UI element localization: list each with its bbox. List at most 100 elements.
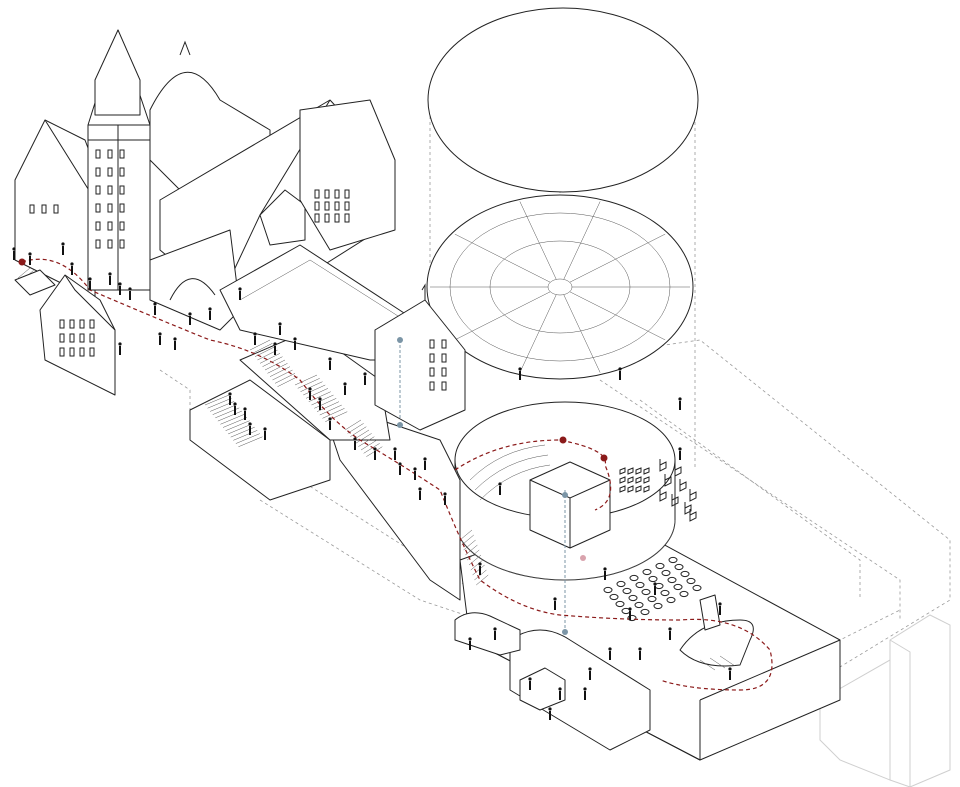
chair-icon [619,476,626,484]
person-head [153,302,157,306]
person-head [318,397,322,401]
visitor-route-branch [454,439,612,511]
chair-icon [659,459,667,472]
window [107,239,113,249]
stair-step [238,436,263,448]
stair-step [360,439,378,451]
window [314,189,320,199]
stool-grid [603,556,702,622]
stair-step [300,381,323,392]
person-head [308,387,312,391]
person-head [678,447,682,451]
chair-icon [659,489,667,502]
roof-spoke [454,291,551,341]
stool-icon [680,570,690,578]
window [334,213,340,223]
stool-icon [660,589,670,597]
roof-spoke [569,291,666,341]
window [344,189,350,199]
stair-step [233,430,258,441]
stair-step [212,404,237,415]
chair-icon [635,476,642,484]
stool-icon [622,587,632,595]
person-head [528,677,532,681]
stair-step [476,574,489,586]
person-head [353,437,357,441]
window [79,333,85,343]
window [107,149,113,159]
window [119,167,125,177]
stool-icon [661,569,671,577]
person-head [653,582,657,586]
stair-step [217,410,242,422]
chair-icon [664,474,672,487]
stool-icon [647,595,657,603]
roof-spoke [563,294,601,373]
person-head [423,457,427,461]
stair-step [249,339,271,351]
window [89,319,95,329]
stool-icon [616,580,626,588]
window [59,319,65,329]
person-head [678,397,682,401]
window [95,149,101,159]
window [59,333,65,343]
person-head [468,637,472,641]
window [59,347,65,357]
person-head [583,687,587,691]
building-windows [29,149,447,391]
chair-icon [619,467,626,475]
window [79,319,85,329]
stool-icon [648,575,658,583]
ghost-building [819,614,951,787]
chair-icon [679,479,687,492]
stool-icon [635,581,645,589]
person-head [263,427,267,431]
person-head [328,417,332,421]
stool-icon [641,588,651,596]
stool-icon [609,593,619,601]
person-head [413,467,417,471]
window [334,201,340,211]
chair-icon [689,489,697,502]
window [69,333,75,343]
stair-step [461,534,474,546]
roof-spoke [454,233,551,283]
window [324,201,330,211]
window [429,367,435,377]
window [107,221,113,231]
chair-icon [619,485,626,493]
person-head [718,602,722,606]
people-figures [12,242,732,720]
stair-step [259,353,281,364]
person-head [61,242,65,246]
window [95,239,101,249]
window [107,203,113,213]
window [89,347,95,357]
historic-buildings [14,29,466,431]
stair-step [235,433,260,444]
stool-icon [640,608,650,616]
riser-node-dot [562,629,568,635]
window [441,367,447,377]
person-head [443,492,447,496]
stool-icon [629,574,639,582]
stool-icon [674,563,684,571]
stair-step [347,423,364,434]
person-head [548,707,552,711]
chair-icon [635,485,642,493]
roof-spoke [519,201,557,280]
window [53,204,59,214]
person-head [393,447,397,451]
stair-step [468,554,482,566]
roof-structure-disc [426,194,694,380]
window [79,347,85,357]
window [324,189,330,199]
stair-step [17,267,31,279]
window [89,333,95,343]
chair-icon [689,509,697,522]
lift-node-dot [580,555,586,561]
stair-step [262,356,283,367]
stair-step [252,343,273,354]
